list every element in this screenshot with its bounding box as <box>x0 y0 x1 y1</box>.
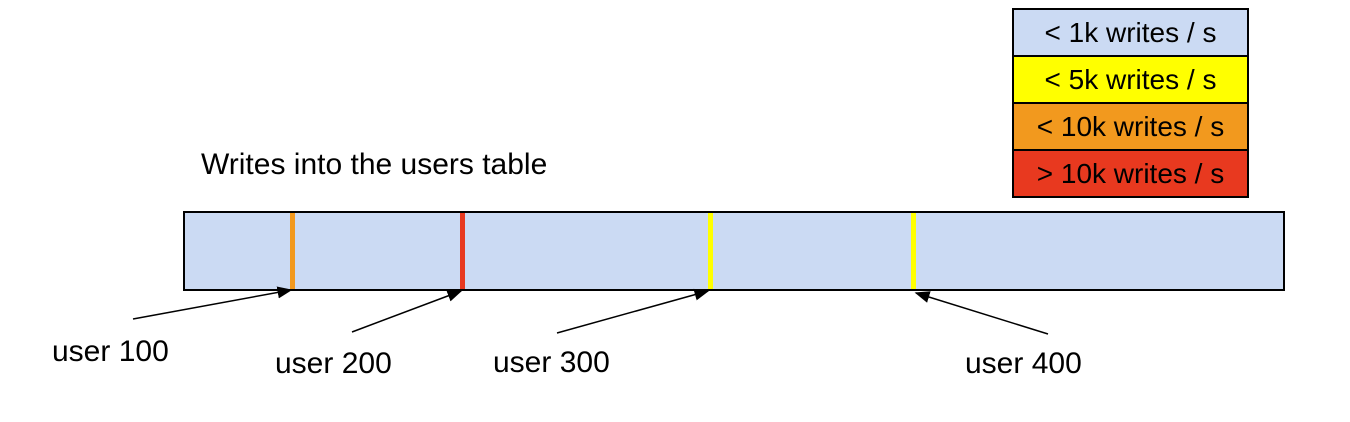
user-label: user 100 <box>52 335 169 368</box>
legend-item: < 10k writes / s <box>1014 104 1247 151</box>
legend-item-label: < 5k writes / s <box>1044 63 1217 95</box>
legend-item: < 5k writes / s <box>1014 57 1247 104</box>
annotation-arrow <box>914 291 1049 335</box>
write-rate-legend: < 1k writes / s < 5k writes / s < 10k writ… <box>1012 8 1249 198</box>
write-rate-marker <box>707 213 713 289</box>
annotation-arrow <box>132 286 293 320</box>
user-label: user 200 <box>275 347 392 380</box>
user-label: user 400 <box>965 347 1082 380</box>
user-label: user 300 <box>493 346 610 379</box>
write-rate-marker <box>459 213 465 289</box>
write-rate-marker <box>910 213 916 289</box>
annotation-arrow <box>351 290 463 333</box>
legend-item-label: < 1k writes / s <box>1044 16 1217 48</box>
legend-item-label: > 10k writes / s <box>1036 157 1225 189</box>
users-table-bar <box>183 211 1285 291</box>
diagram-title: Writes into the users table <box>201 148 548 181</box>
legend-item: < 1k writes / s <box>1014 10 1247 57</box>
legend-item: > 10k writes / s <box>1014 151 1247 196</box>
write-rate-marker <box>289 213 295 289</box>
annotation-arrow <box>556 288 710 334</box>
legend-item-label: < 10k writes / s <box>1036 110 1225 142</box>
